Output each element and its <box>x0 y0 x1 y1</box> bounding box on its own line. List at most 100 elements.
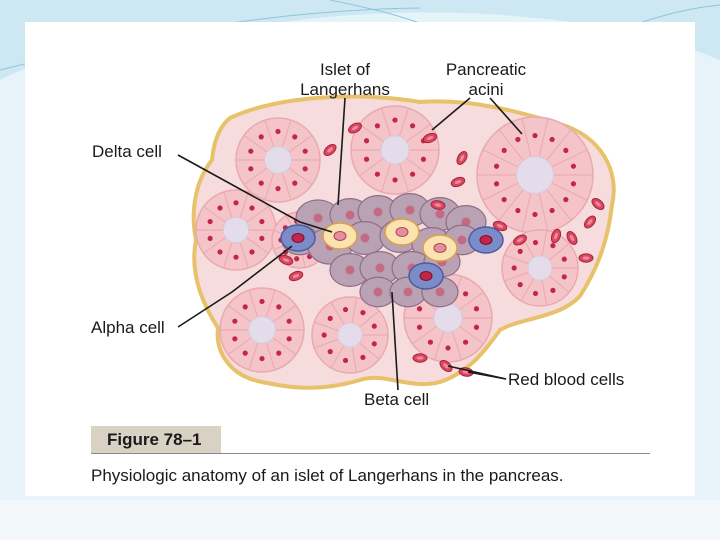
acinus <box>501 229 579 307</box>
acinar-nucleus <box>217 205 223 211</box>
acinar-nucleus <box>232 336 238 342</box>
acinar-nucleus <box>294 256 300 262</box>
red-blood-cell-center <box>292 274 300 278</box>
acinar-nucleus <box>249 205 255 211</box>
acinar-nucleus <box>276 304 282 310</box>
acinar-nucleus <box>258 180 264 186</box>
acinar-nucleus <box>242 304 248 310</box>
acinar-nucleus <box>327 349 333 355</box>
acinar-nucleus <box>371 341 377 347</box>
leader-beta <box>391 291 399 391</box>
acinar-nucleus <box>517 282 523 288</box>
leader-rbc-2 <box>447 365 507 380</box>
acinar-nucleus <box>259 218 265 225</box>
beta-cell-nucleus <box>313 213 323 223</box>
acinar-nucleus <box>473 324 480 330</box>
leader-acini-1 <box>431 97 471 131</box>
label-delta-cell: Delta cell <box>92 142 162 161</box>
acinar-nucleus <box>207 218 213 225</box>
acinar-nucleus <box>493 181 500 187</box>
acinar-nucleus <box>416 324 423 330</box>
figure-caption: Physiologic anatomy of an islet of Lange… <box>91 466 564 485</box>
red-blood-cell-center <box>554 232 558 240</box>
acinus-lumen <box>380 135 410 165</box>
beta-cell-nucleus <box>375 263 385 273</box>
leader-delta <box>177 154 333 233</box>
red-blood-cell-center <box>569 234 575 242</box>
acinar-nucleus <box>532 239 539 246</box>
islet-of-langerhans <box>280 193 504 308</box>
acinar-nucleus <box>409 123 416 129</box>
acinar-nucleus <box>501 196 507 203</box>
beta-cell-nucleus <box>345 265 355 275</box>
leader-lines <box>177 97 523 391</box>
acinus-lumen <box>222 216 250 244</box>
acinar-nucleus <box>242 350 248 356</box>
red-blood-cell-center <box>327 147 333 153</box>
acinar-nucleus <box>342 306 349 313</box>
acinar-nucleus <box>276 350 282 356</box>
acinar-nucleus <box>550 243 556 249</box>
beta-cell-nucleus <box>373 207 383 217</box>
red-blood-cell-center <box>516 237 524 243</box>
acinar-nucleus <box>233 200 239 206</box>
acinar-nucleus <box>532 132 538 139</box>
acinar-nucleus <box>501 147 507 154</box>
beta-cell-nucleus <box>360 233 370 243</box>
acinar-nucleus <box>515 136 521 143</box>
figure-rule <box>91 453 650 454</box>
acinar-nucleus <box>259 235 265 242</box>
acinar-nucleus <box>561 256 567 262</box>
label-alpha-cell: Alpha cell <box>91 318 165 337</box>
acinar-nucleus <box>462 291 469 297</box>
red-blood-cell-center <box>459 154 465 162</box>
acinus <box>219 287 305 373</box>
acinar-nucleus <box>511 265 517 271</box>
acinar-nucleus <box>374 123 381 129</box>
acinar-nucleus <box>248 148 254 154</box>
alpha-cell-nucleus <box>419 271 433 281</box>
acinar-nucleus <box>363 156 370 162</box>
acinus-lumen <box>264 146 292 174</box>
red-blood-cell-center <box>426 136 434 140</box>
acinar-nucleus <box>302 148 308 154</box>
label-acini-line-2: acini <box>468 80 504 99</box>
label-islet-line-1: Islet of <box>319 60 371 79</box>
acinar-nucleus <box>561 274 567 280</box>
acinus-lumen <box>527 255 553 281</box>
acinus-lumen <box>248 316 276 344</box>
acinar-nucleus <box>286 336 292 342</box>
acinar-nucleus <box>570 163 577 169</box>
label-pancreatic-acini: Pancreatic acini <box>432 60 540 100</box>
leader-alpha <box>177 245 293 328</box>
acinar-nucleus <box>570 181 577 187</box>
red-blood-cell-center <box>351 125 359 131</box>
acinar-nucleus <box>563 196 569 203</box>
acinar-nucleus <box>275 185 281 192</box>
beta-cell-nucleus <box>457 235 467 245</box>
acinar-nucleus <box>392 177 398 183</box>
acinar-nucleus <box>363 138 370 144</box>
alpha-cell-nucleus <box>479 235 493 245</box>
acinar-nucleus <box>420 156 427 162</box>
acinar-nucleus <box>259 298 265 305</box>
figure-title-band <box>91 426 221 454</box>
beta-cell-nucleus <box>373 287 383 297</box>
red-blood-cell-center <box>595 201 601 207</box>
acinar-nucleus <box>327 315 333 321</box>
delta-cell-nucleus <box>395 227 409 237</box>
beta-cell-nucleus <box>461 217 471 227</box>
acinar-nucleus <box>473 306 480 312</box>
red-blood-cell-center <box>434 203 442 207</box>
acinus <box>476 116 594 234</box>
acinar-nucleus <box>416 306 423 312</box>
red-blood-cell-center <box>454 180 462 184</box>
figure-title: Figure 78–1 <box>107 430 202 449</box>
beta-cell-nucleus <box>405 205 415 215</box>
acinar-nucleus <box>292 134 298 140</box>
label-islet-of-langerhans: Islet of Langerhans <box>292 60 398 100</box>
delta-cell-nucleus <box>433 243 447 253</box>
acinar-nucleus <box>493 163 500 169</box>
label-beta-cell: Beta cell <box>364 390 430 409</box>
